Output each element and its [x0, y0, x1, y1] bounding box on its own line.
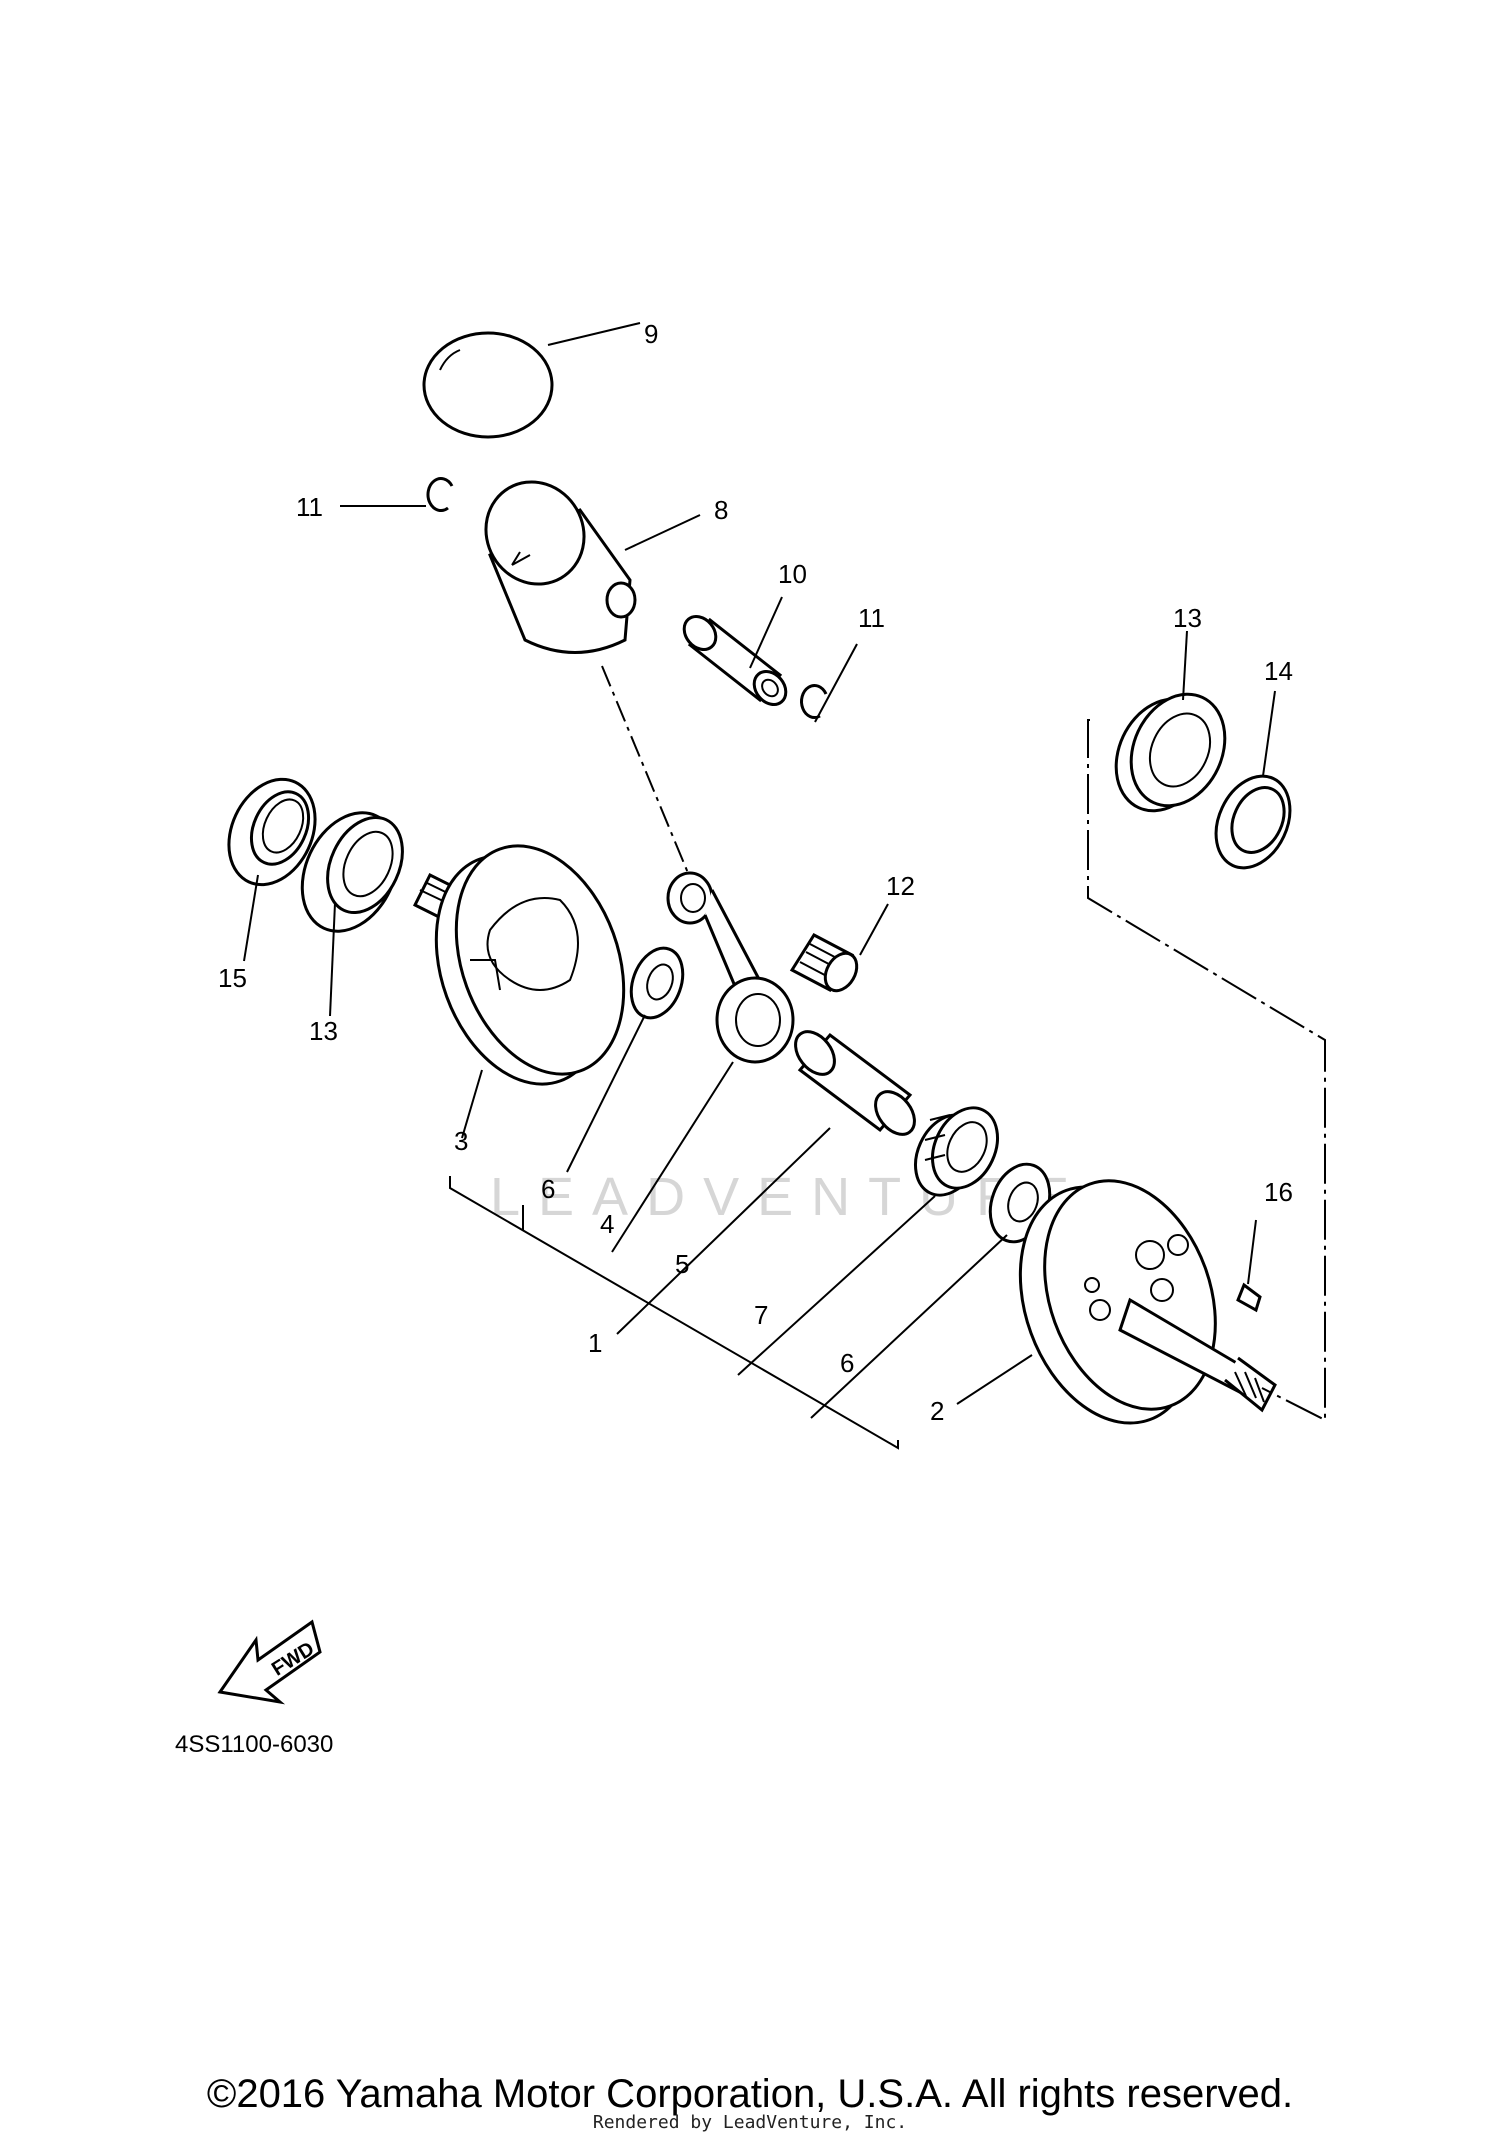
bearing-part-13-right[interactable] — [1099, 679, 1243, 826]
callout-6-left: 6 — [541, 1174, 555, 1204]
bearing-part-13-left[interactable] — [284, 797, 417, 947]
oil-seal-part-14[interactable] — [1202, 764, 1304, 880]
crank-right-part-2[interactable] — [989, 1157, 1277, 1448]
crank-left-part-3[interactable] — [406, 822, 653, 1107]
callout-8: 8 — [714, 495, 728, 525]
callout-6-right: 6 — [840, 1348, 854, 1378]
callout-4: 4 — [600, 1209, 614, 1239]
callout-10: 10 — [778, 559, 807, 589]
circlip-part-11-left[interactable] — [426, 477, 454, 512]
callout-15: 15 — [218, 963, 247, 993]
piston-pin-part-10[interactable] — [678, 610, 793, 711]
oil-seal-part-15[interactable] — [213, 765, 332, 899]
woodruff-key-part-16[interactable] — [1236, 1282, 1262, 1313]
rendered-by-notice: Rendered by LeadVenture, Inc. — [592, 2112, 908, 2133]
copyright-notice: ©2016 Yamaha Motor Corporation, U.S.A. A… — [206, 2072, 1294, 2116]
callout-14: 14 — [1264, 656, 1293, 686]
piston-part-8[interactable] — [467, 464, 637, 654]
callout-3: 3 — [454, 1126, 468, 1156]
fwd-arrow-icon: FWD — [217, 1619, 322, 1705]
callout-13-right: 13 — [1173, 603, 1202, 633]
callout-12: 12 — [886, 871, 915, 901]
small-end-bearing-part-12[interactable] — [789, 933, 863, 996]
callout-5: 5 — [675, 1249, 689, 1279]
callout-11-right: 11 — [858, 603, 885, 633]
callout-9: 9 — [644, 319, 658, 349]
callout-7: 7 — [754, 1300, 768, 1330]
callout-16: 16 — [1264, 1177, 1293, 1207]
connecting-rod-part-4[interactable] — [666, 871, 795, 1064]
callout-2: 2 — [930, 1396, 944, 1426]
piston-ring-part-9[interactable] — [422, 331, 554, 439]
assembly-lines — [449, 665, 1326, 1450]
callout-11-left: 11 — [296, 492, 323, 522]
big-end-bearing-part-7[interactable] — [903, 1097, 1010, 1205]
leader-lines — [243, 322, 1276, 1419]
washer-part-6-left[interactable] — [622, 941, 692, 1025]
circlip-part-11-right[interactable] — [800, 684, 828, 719]
drawing-number: 4SS1100-6030 — [175, 1731, 333, 1758]
callout-13-left: 13 — [309, 1016, 338, 1046]
callout-1: 1 — [588, 1328, 602, 1358]
crank-pin-part-5[interactable] — [788, 1024, 923, 1142]
